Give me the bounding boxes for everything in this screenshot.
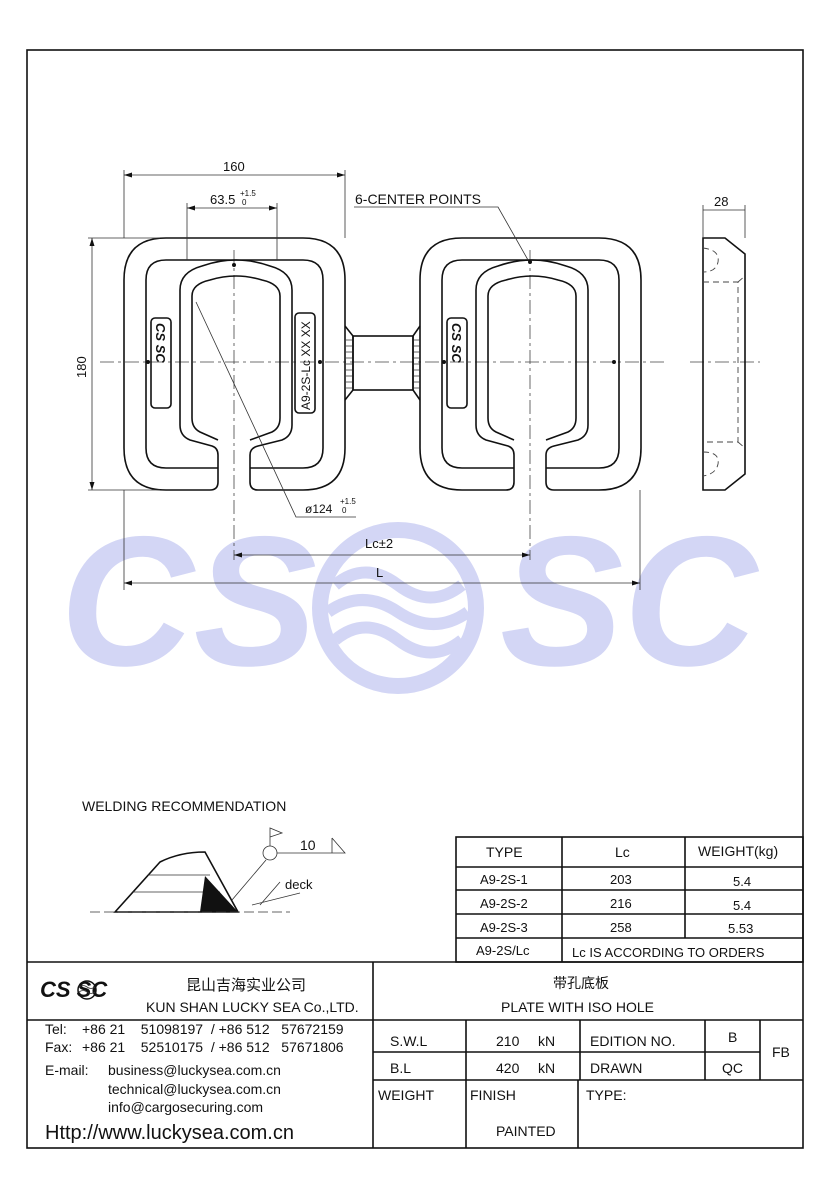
dim-hole-label: 63.5 (210, 192, 235, 207)
title_block-finish_value: PAINTED (496, 1123, 556, 1139)
title_block-drawn_label: DRAWN (590, 1060, 642, 1076)
watermark-circle (312, 522, 484, 694)
right-plate-outline (419, 237, 642, 491)
plate-logo-right: CS SC (446, 317, 468, 409)
table-row: A9-2S/Lc (476, 943, 530, 958)
dim-lc-label: Lc±2 (365, 536, 393, 551)
table-row: A9-2S-3 (480, 920, 528, 935)
dim-width-label: 160 (223, 159, 245, 174)
company-email: business@luckysea.com.cn (108, 1062, 281, 1078)
title_block-drawn_value: QC (722, 1060, 743, 1076)
drawing-dim_diameter_tol_upper: +1.5 (340, 497, 356, 506)
type_table-last_row-note: Lc IS ACCORDING TO ORDERS (572, 945, 765, 960)
title_block-bl_value: 420 (496, 1060, 520, 1076)
title_block-finish_label: FINISH (470, 1087, 516, 1103)
plate-marking: A9-2S-Lc XX XX (294, 312, 316, 414)
drawing-dim_hole_tol_lower: 0 (242, 198, 247, 207)
sheet-frame (26, 49, 804, 1149)
drawing-title-cn: 带孔底板 (553, 975, 609, 991)
type_table-headers-0: TYPE (486, 844, 523, 860)
drawing-dim_hole_tol_upper: +1.5 (240, 189, 256, 198)
title_block-edition_label: EDITION NO. (590, 1033, 676, 1049)
company-tel: +86 21 51098197 / +86 512 57672159 (82, 1021, 344, 1037)
watermark-text-left: CS (60, 499, 317, 705)
title_block-swl_label: S.W.L (390, 1033, 428, 1049)
company-name-en: KUN SHAN LUCKY SEA Co.,LTD. (146, 999, 359, 1015)
table-row: A9-2S-2 (480, 896, 528, 911)
company-tel_label: Tel: (45, 1021, 67, 1037)
weld-size-label: 10 (300, 837, 316, 853)
watermark-logo: CS SC (60, 499, 759, 705)
deck-label: deck (285, 877, 313, 892)
company-name-cn: 昆山吉海实业公司 (186, 977, 306, 994)
dim-l-label: L (376, 565, 383, 580)
type_table-rows-0-1: 203 (610, 872, 632, 887)
type-table: TYPE Lc WEIGHT(kg) A9-2S-1 203 5.4 A9-2S… (455, 836, 804, 963)
title_block-swl_unit: kN (538, 1033, 555, 1049)
company-logo: CS SC (40, 977, 108, 1002)
type_table-headers-1: Lc (615, 844, 630, 860)
company-logo: CS SC (40, 977, 108, 1002)
title_block-swl_value: 210 (496, 1033, 520, 1049)
dim-thickness-label: 28 (714, 194, 728, 209)
type_table-rows-2-2: 5.53 (728, 921, 753, 936)
company-email_label: E-mail: (45, 1062, 89, 1078)
welding-title: WELDING RECOMMENDATION (82, 798, 286, 814)
title_block-type_label: TYPE: (586, 1087, 626, 1103)
company-email: technical@luckysea.com.cn (108, 1081, 281, 1097)
watermark-text-right: SC (500, 499, 759, 705)
center-points (146, 260, 616, 364)
title_block-bl_label: B.L (390, 1060, 411, 1076)
type_table-headers-2: WEIGHT(kg) (698, 843, 778, 859)
title_block-bl_unit: kN (538, 1060, 555, 1076)
drawing-title-en: PLATE WITH ISO HOLE (501, 999, 654, 1015)
company-fax_label: Fax: (45, 1039, 72, 1055)
company-fax: +86 21 52510175 / +86 512 57671806 (82, 1039, 344, 1055)
drawing-dim_diameter_tol_lower: 0 (342, 506, 347, 515)
welding-recommendation: WELDING RECOMMENDATION 10 deck (82, 798, 346, 913)
center-points-label: 6-CENTER POINTS (355, 191, 481, 207)
company-website: Http://www.luckysea.com.cn (45, 1122, 294, 1144)
title_block-fb: FB (772, 1044, 790, 1060)
plate-logo-left: CS SC (150, 317, 172, 409)
drawing-plate_logo: CS SC (153, 323, 168, 363)
dimensions: 160 63.5 +1.5 0 180 28 Lc±2 L ø124 +1.5 … (74, 159, 746, 590)
type_table-rows-1-2: 5.4 (733, 898, 751, 913)
left-plate-outline (123, 237, 346, 491)
side-view (702, 237, 746, 491)
type_table-rows-2-1: 258 (610, 920, 632, 935)
title-block: CS SC 昆山吉海实业公司 KUN SHAN LUCKY SEA Co.,LT… (27, 961, 803, 1148)
title_block-weight_label: WEIGHT (378, 1087, 434, 1103)
drawing-plate_logo: CS SC (449, 323, 464, 363)
drawing-plate_marking: A9-2S-Lc XX XX (299, 321, 313, 410)
company-email: info@cargosecuring.com (108, 1099, 263, 1115)
dim-diameter-label: ø124 (305, 502, 333, 516)
type_table-rows-0-2: 5.4 (733, 874, 751, 889)
table-row: A9-2S-1 (480, 872, 528, 887)
dim-height-label: 180 (74, 356, 89, 378)
connecting-bridge (344, 325, 421, 401)
watermark-waves-icon (324, 566, 472, 659)
type_table-rows-1-1: 216 (610, 896, 632, 911)
title_block-edition_value: B (728, 1029, 737, 1045)
